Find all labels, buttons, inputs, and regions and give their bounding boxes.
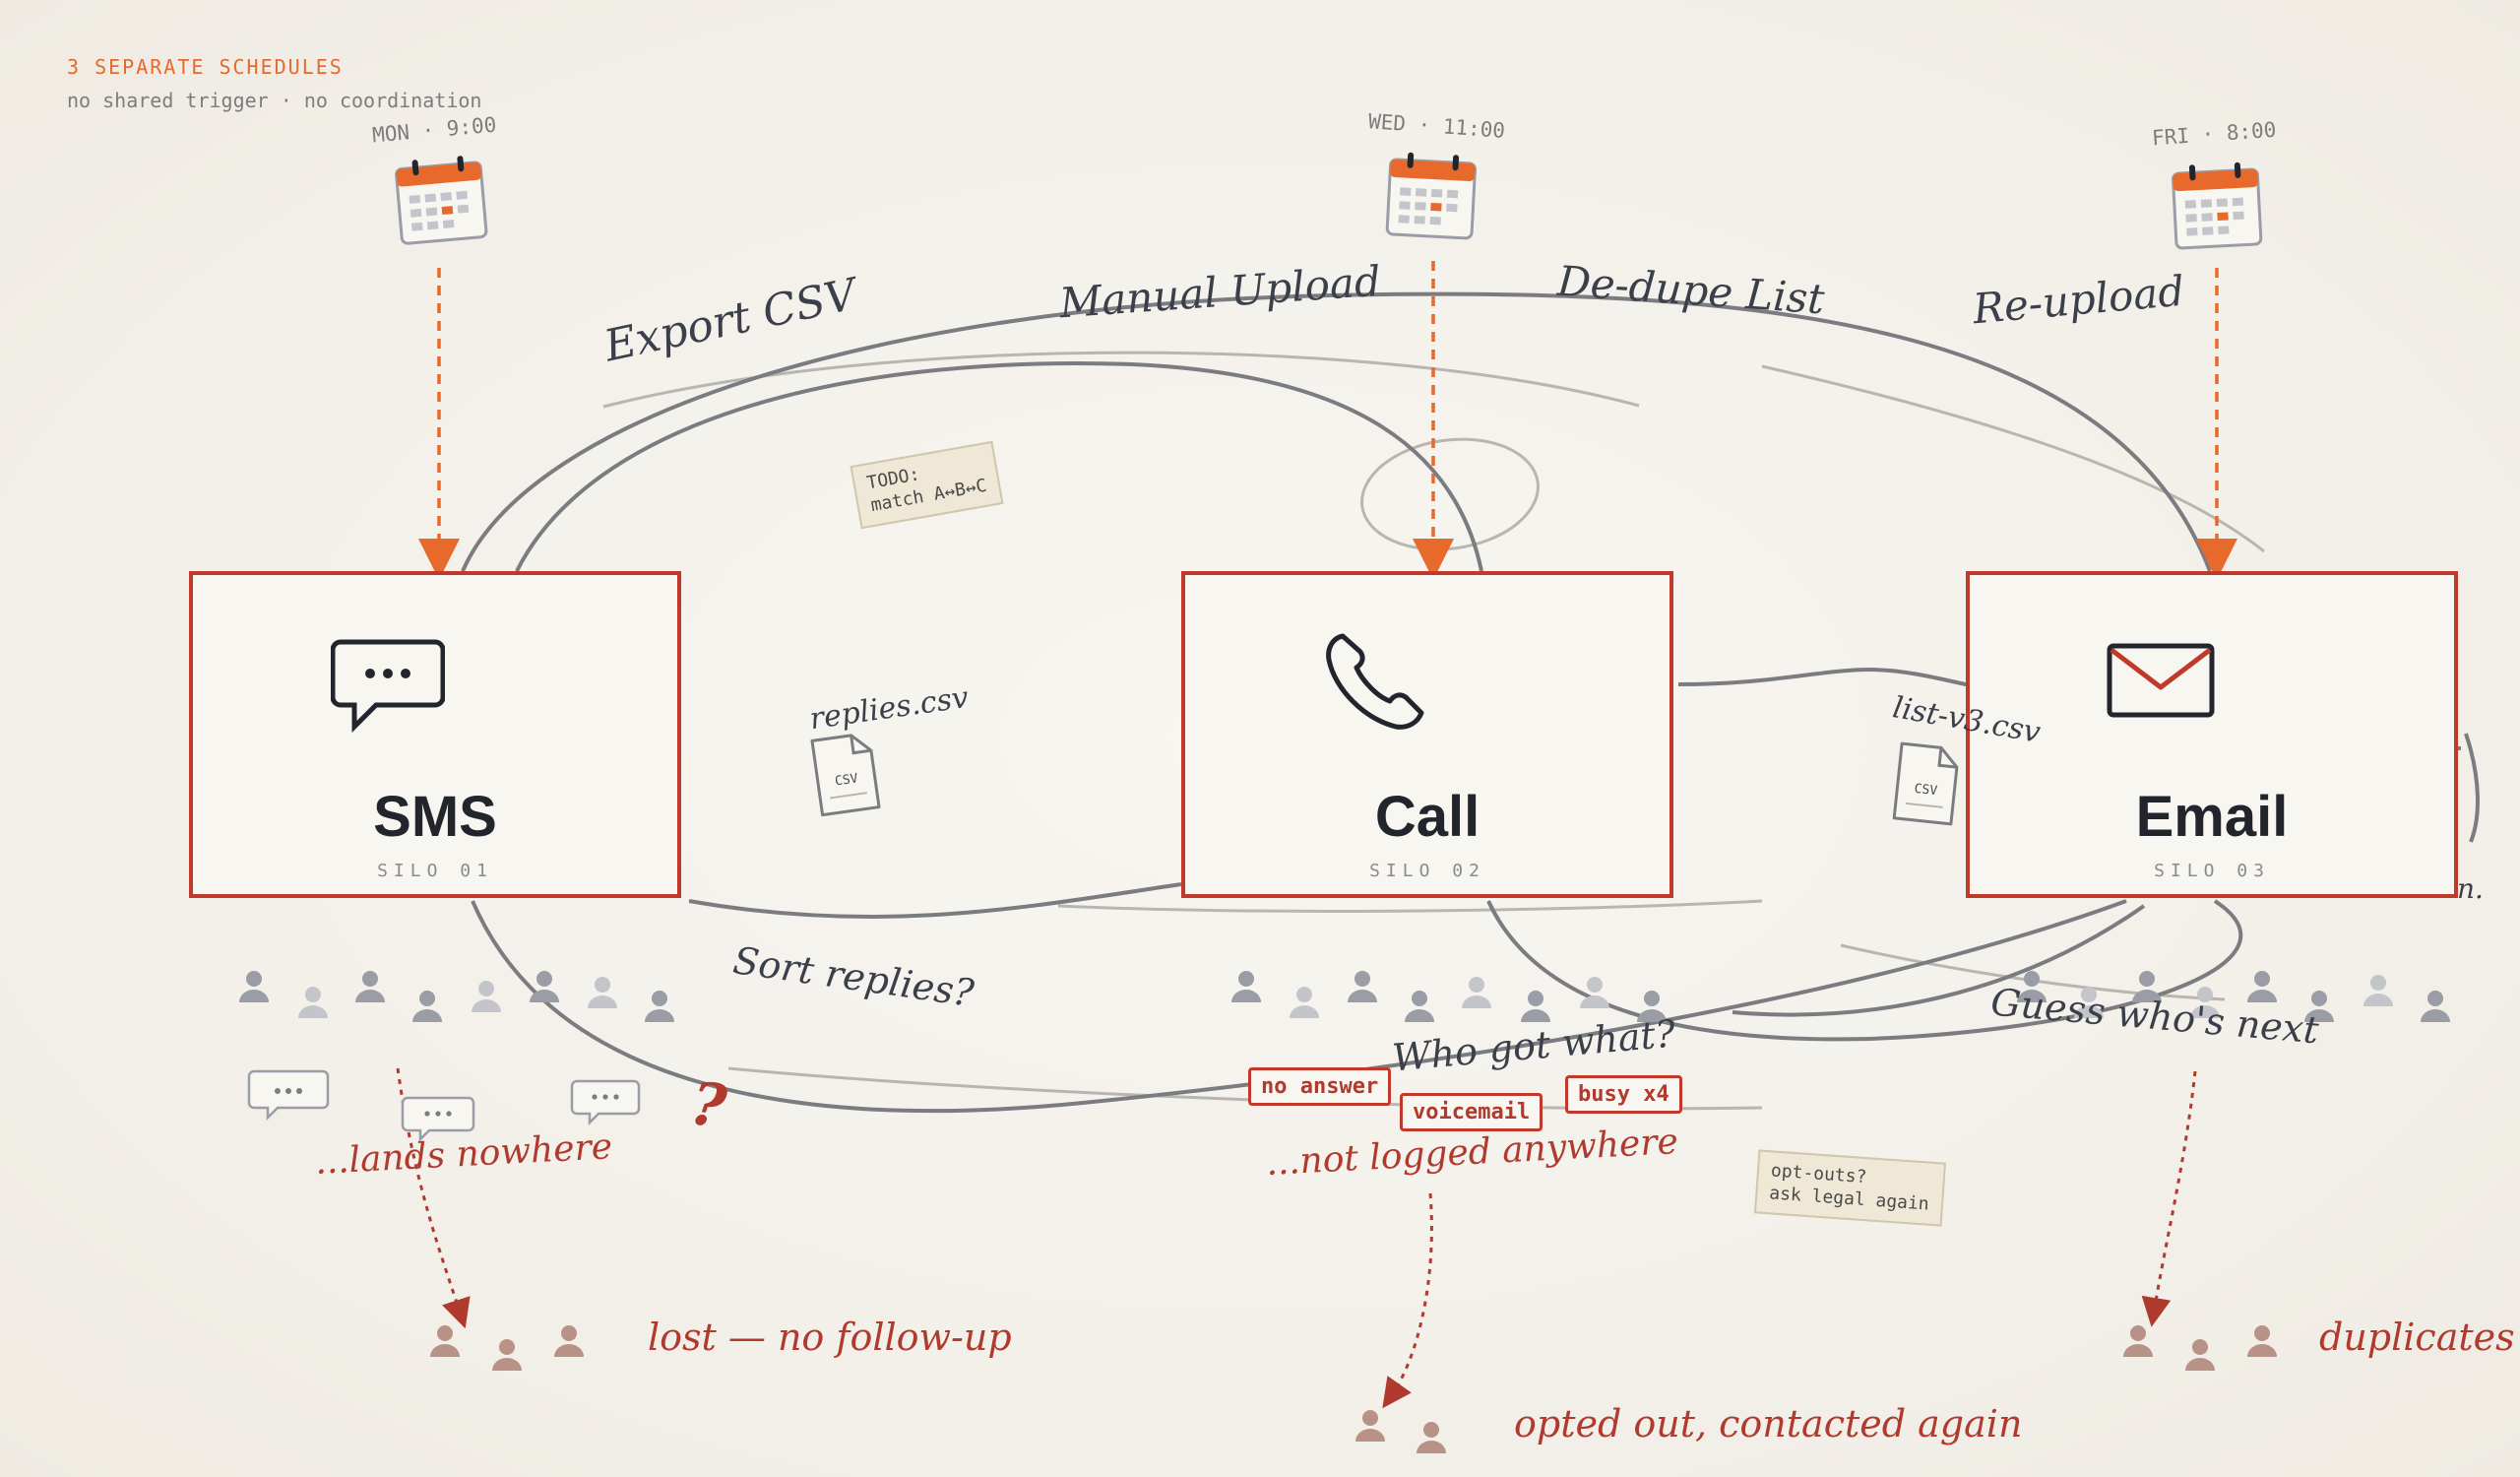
schedule-header: 3 SEPARATE SCHEDULES no shared trigger ·… (67, 55, 481, 112)
tag-no-answer: no answer (1248, 1067, 1392, 1106)
failure-arrows (396, 1067, 2197, 1409)
tag-voicemail: voicemail (1400, 1093, 1544, 1131)
silo-number: SILO 03 (2154, 861, 2270, 881)
stray-text: n. (2457, 872, 2484, 905)
outcome-opted-out: opted out, contacted again (1514, 1402, 2023, 1445)
calendar-icon (395, 156, 488, 245)
silo-number: SILO 02 (1369, 861, 1485, 881)
calendar-icon (1385, 152, 1477, 240)
silo-name: Email (2135, 785, 2289, 849)
header-title: 3 SEPARATE SCHEDULES (67, 55, 344, 79)
silo-call: Call SILO 02 (1181, 571, 1673, 898)
faint-wires (602, 351, 2265, 1111)
tag-busy: busy x4 (1565, 1075, 1682, 1114)
silo-name: SMS (373, 785, 497, 849)
outcome-duplicates: duplicates (2319, 1316, 2515, 1359)
csv-badge: CSV (834, 771, 859, 789)
people-icons (239, 971, 2450, 1453)
chat-bubble-icon (331, 639, 445, 733)
header-subtitle: no shared trigger · no coordination (67, 89, 482, 112)
calendar-icon (2172, 161, 2263, 250)
outcome-lost: lost — no follow-up (648, 1316, 1012, 1359)
csv-file-icon: CSV (1892, 741, 1959, 826)
csv-file-icon: CSV (810, 734, 881, 817)
silo-sms: SMS SILO 01 (189, 571, 681, 898)
envelope-icon (2107, 643, 2215, 718)
silo-number: SILO 01 (377, 861, 493, 881)
schedule-arrows (418, 261, 2237, 580)
csv-badge: CSV (1914, 782, 1938, 799)
silo-name: Call (1374, 785, 1480, 849)
phone-icon (1326, 633, 1424, 730)
optouts-note: opt-outs? ask legal again (1753, 1149, 1946, 1227)
silo-email: Email SILO 03 (1966, 571, 2458, 898)
reply-bubble-icons (247, 1069, 641, 1143)
